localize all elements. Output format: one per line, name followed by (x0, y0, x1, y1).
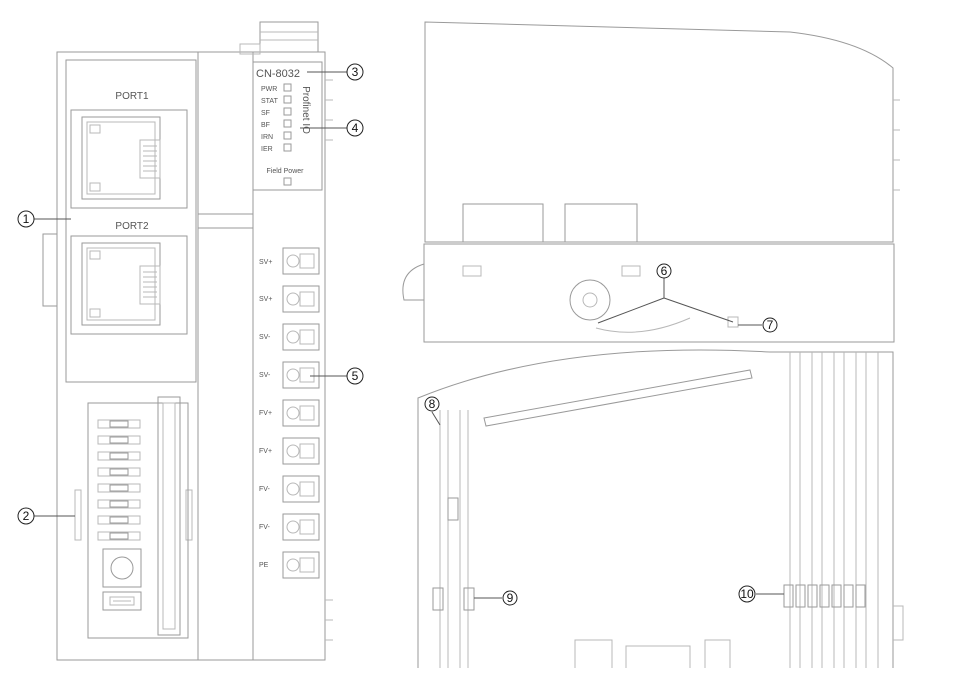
terminal-slot (282, 551, 320, 579)
side-latch (402, 263, 425, 301)
usb-port-frame (102, 591, 142, 611)
port1-rj45 (81, 116, 161, 200)
svg-text:6: 6 (661, 264, 668, 278)
terminal-slot (282, 475, 320, 503)
model-label: CN-8032 (256, 68, 300, 80)
led-indicator (283, 143, 292, 152)
svg-text:7: 7 (767, 318, 774, 332)
ports-housing (65, 59, 197, 383)
contact-row (783, 584, 866, 608)
side-clip (42, 233, 58, 307)
config-panel (87, 402, 189, 639)
top-connector (259, 21, 319, 53)
led-label: SF (261, 110, 270, 117)
terminal-label: FV+ (259, 448, 272, 455)
field-power-led (283, 177, 292, 186)
led-label: IRN (261, 134, 273, 141)
svg-text:8: 8 (429, 397, 436, 411)
callout-9: 9 (502, 590, 518, 606)
terminal-slot (282, 437, 320, 465)
led-indicator (283, 119, 292, 128)
terminal-label: FV+ (259, 410, 272, 417)
svg-text:1: 1 (23, 212, 30, 226)
internal-contact (447, 497, 459, 521)
port1-label: PORT1 (115, 91, 149, 102)
board-connector-a (462, 203, 544, 243)
internal-contact (463, 587, 475, 611)
usb-port (109, 596, 135, 606)
led-indicator (283, 83, 292, 92)
config-cover (157, 396, 181, 636)
reset-button-frame (102, 548, 142, 588)
terminal-slot (282, 513, 320, 541)
terminal-label: PE (259, 562, 269, 569)
terminal-label: FV- (259, 524, 271, 531)
callout-3: 3 (346, 63, 364, 81)
callout-6: 6 (656, 263, 672, 279)
svg-text:9: 9 (507, 591, 514, 605)
terminal-label: SV+ (259, 259, 272, 266)
led-indicator (283, 131, 292, 140)
callout-7: 7 (762, 317, 778, 333)
front-view: PORT1 PORT2 (34, 21, 348, 661)
field-power-label: Field Power (267, 168, 305, 175)
callout-5: 5 (346, 367, 364, 385)
port2-label: PORT2 (115, 221, 149, 232)
led-indicator (283, 107, 292, 116)
svg-text:2: 2 (23, 509, 30, 523)
led-label: IER (261, 146, 273, 153)
led-label: STAT (261, 98, 279, 105)
port1-frame (70, 109, 188, 209)
side-base (423, 243, 895, 343)
internal-contact (432, 587, 444, 611)
terminal-slot (282, 323, 320, 351)
dip-switches (97, 419, 141, 541)
module-body-middle (197, 51, 254, 661)
terminal-label: SV- (259, 372, 271, 379)
led-label: BF (261, 122, 270, 129)
board-connector-b (564, 203, 638, 243)
port2-rj45 (81, 242, 161, 326)
port2-frame (70, 235, 188, 335)
svg-text:10: 10 (740, 587, 754, 601)
terminal-slot (282, 399, 320, 427)
terminal-label: SV+ (259, 296, 272, 303)
led-label: PWR (261, 86, 277, 93)
svg-text:3: 3 (352, 65, 359, 79)
internal-rail (483, 369, 753, 427)
led-panel (252, 61, 323, 191)
callout-2: 2 (17, 507, 35, 525)
svg-text:4: 4 (352, 121, 359, 135)
callouts: 1 2 3 4 5 6 7 8 9 10 (17, 63, 778, 606)
led-indicator (283, 95, 292, 104)
terminal-slot (282, 247, 320, 275)
led-list: PWR STAT SF BF IRN IER (261, 83, 292, 153)
release-lever (569, 279, 611, 321)
callout-1: 1 (17, 210, 35, 228)
callout-4: 4 (346, 119, 364, 137)
terminal-label: FV- (259, 486, 271, 493)
side-view-bottom (417, 349, 904, 668)
protocol-label: Profinet IO (300, 86, 311, 134)
terminal-label: SV- (259, 334, 271, 341)
terminal-slot (282, 361, 320, 389)
callout-10: 10 (738, 585, 756, 603)
module-body-left (56, 51, 199, 661)
reset-button (110, 556, 134, 580)
terminal-block: SV+ SV+ SV- SV- FV+ FV+ FV- FV- (259, 247, 320, 579)
side-housing (424, 21, 894, 243)
svg-text:5: 5 (352, 369, 359, 383)
internal-housing (417, 349, 894, 668)
callout-8: 8 (424, 396, 440, 412)
side-view-top (402, 21, 900, 343)
terminal-slot (282, 285, 320, 313)
